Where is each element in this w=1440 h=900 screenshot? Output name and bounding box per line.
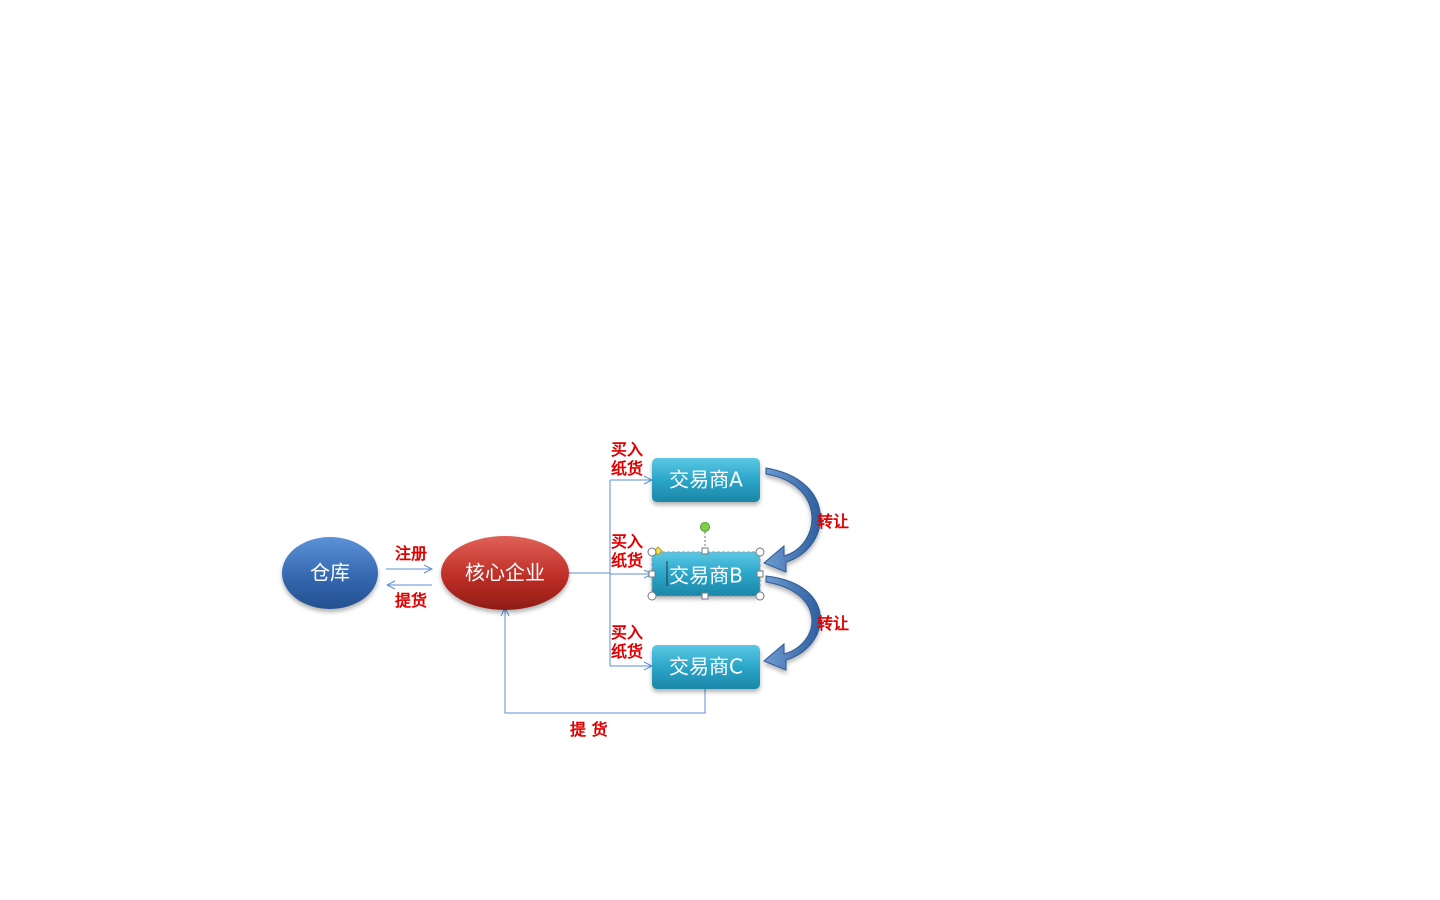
pickup-label-bottom: 提 货 bbox=[570, 720, 608, 739]
buy-a-label-line2: 纸货 bbox=[611, 459, 643, 478]
buy-c-label-line1: 买入 bbox=[611, 623, 643, 642]
warehouse-label: 仓库 bbox=[310, 561, 350, 585]
transfer-bc-label: 转让 bbox=[817, 614, 849, 633]
buy-b-label-line2: 纸货 bbox=[611, 551, 643, 570]
resize-handle-top-left[interactable] bbox=[647, 547, 657, 557]
trader-c-label: 交易商C bbox=[669, 655, 743, 679]
resize-handle-left[interactable] bbox=[648, 570, 656, 578]
resize-handle-top[interactable] bbox=[701, 547, 709, 555]
edge-labels: 注册 提货 买入 纸货 买入 纸货 买入 纸货 转让 转让 提 货 bbox=[395, 440, 849, 739]
trader-b-label: 交易商B bbox=[669, 564, 743, 588]
core-enterprise-label: 核心企业 bbox=[465, 561, 545, 585]
transfer-arrow-ab[interactable] bbox=[763, 467, 821, 573]
pickup-label-left: 提货 bbox=[395, 591, 427, 610]
selection-handles bbox=[647, 522, 765, 601]
transfer-arrow-bc[interactable] bbox=[763, 575, 821, 671]
buy-b-label-line1: 买入 bbox=[611, 532, 643, 551]
trader-c-node[interactable]: 交易商C bbox=[652, 645, 760, 689]
core-to-traders-trunk[interactable] bbox=[568, 480, 611, 666]
trader-a-node[interactable]: 交易商A bbox=[652, 458, 760, 502]
warehouse-node[interactable]: 仓库 bbox=[282, 537, 378, 609]
core-enterprise-node[interactable]: 核心企业 bbox=[441, 536, 569, 610]
buy-a-label-line1: 买入 bbox=[611, 440, 643, 459]
resize-handle-top-right[interactable] bbox=[755, 547, 765, 557]
resize-handle-bottom-right[interactable] bbox=[755, 591, 765, 601]
trader-a-label: 交易商A bbox=[669, 468, 743, 492]
resize-handle-bottom[interactable] bbox=[701, 592, 709, 600]
register-label: 注册 bbox=[395, 544, 427, 563]
buy-c-label-line2: 纸货 bbox=[611, 642, 643, 661]
pickup-return-connector[interactable] bbox=[505, 608, 706, 714]
transfer-ab-label: 转让 bbox=[817, 512, 849, 531]
resize-handle-right[interactable] bbox=[756, 570, 764, 578]
resize-handle-bottom-left[interactable] bbox=[647, 591, 657, 601]
connectors bbox=[386, 480, 706, 714]
trader-b-node[interactable]: 交易商B bbox=[652, 552, 760, 596]
rotate-handle[interactable] bbox=[700, 522, 710, 532]
